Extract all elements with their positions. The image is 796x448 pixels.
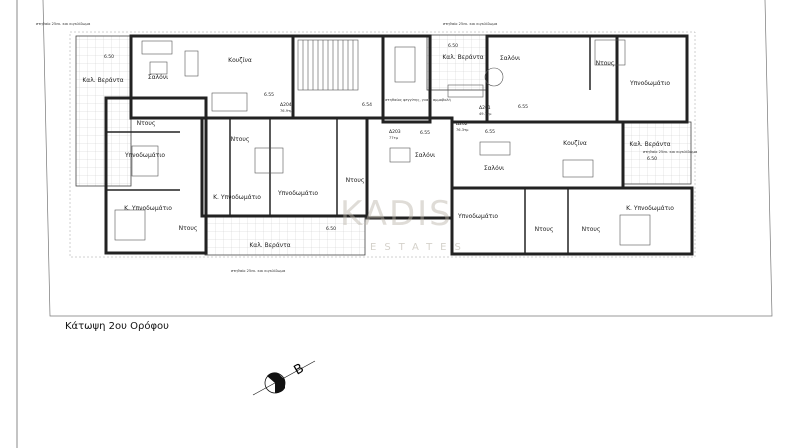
room-label: Καλ. Βεράντα (629, 141, 670, 148)
svg-text:Δ203: Δ203 (389, 129, 401, 135)
svg-text:77τμ: 77τμ (389, 136, 399, 140)
drawing-title: Κάτωψη 2ου Ορόφου (65, 321, 169, 332)
room-labels: Καλ. Βεράντα Σαλόνι Κουζίνα Ντους Υπνοδω… (82, 54, 674, 249)
staircase (297, 39, 359, 91)
svg-text:Δ202: Δ202 (456, 121, 468, 127)
north-arrow-icon: B (252, 360, 316, 396)
svg-text:76.9τμ: 76.9τμ (280, 109, 293, 113)
svg-text:6.50: 6.50 (448, 43, 458, 49)
svg-text:Δ204: Δ204 (280, 102, 292, 108)
room-label: Υπνοδωμάτιο (629, 80, 670, 87)
svg-text:6.50: 6.50 (647, 156, 657, 162)
room-label: Σαλόνι (148, 74, 168, 81)
veranda-top-right (426, 34, 488, 91)
svg-text:6.50: 6.50 (326, 226, 336, 232)
svg-text:76.3τμ: 76.3τμ (456, 128, 469, 132)
furniture (114, 39, 651, 246)
apartment-tags: Δ204 76.9τμ Δ203 77τμ Δ202 76.3τμ Δ201 4… (280, 102, 492, 140)
svg-text:Δ201: Δ201 (479, 105, 491, 111)
room-label: Κ. Υπνοδωμάτιο (124, 205, 172, 212)
svg-text:6.55: 6.55 (485, 129, 495, 135)
room-label: Καλ. Βεράντα (82, 77, 123, 84)
svg-text:6.54: 6.54 (362, 102, 372, 108)
room-label: Ντους (137, 120, 156, 127)
watermark: KADIS ESTATES (340, 194, 469, 253)
svg-text:στηθαίο 25εκ. και κιγκλίδωμα: στηθαίο 25εκ. και κιγκλίδωμα (36, 22, 91, 26)
veranda-top-left (75, 35, 132, 187)
room-label: Κ. Υπνοδωμάτιο (213, 194, 261, 201)
svg-text:στηθαίο 25εκ. και κιγκλίδωμα: στηθαίο 25εκ. και κιγκλίδωμα (231, 269, 286, 273)
room-label: Σαλόνι (500, 55, 520, 62)
svg-text:6.55: 6.55 (420, 130, 430, 136)
annotations: στηθαίο 25εκ. και κιγκλίδωμα στηθαίο 25ε… (36, 22, 698, 273)
room-label: Καλ. Βεράντα (442, 54, 483, 61)
room-label: Ντους (535, 226, 554, 233)
room-label: Ντους (179, 225, 198, 232)
site-boundary (42, 0, 773, 317)
svg-text:6.55: 6.55 (518, 104, 528, 110)
svg-text:στηθαίο 25εκ. και κιγκλίδωμα: στηθαίο 25εκ. και κιγκλίδωμα (643, 150, 698, 154)
svg-text:6.50: 6.50 (104, 54, 114, 60)
svg-text:49.7τμ: 49.7τμ (479, 112, 492, 116)
room-label: Ντους (346, 177, 365, 184)
room-label: Ντους (231, 136, 250, 143)
veranda-right (622, 121, 692, 185)
room-label: Καλ. Βεράντα (249, 242, 290, 249)
svg-text:ESTATES: ESTATES (370, 242, 469, 253)
svg-text:KADIS: KADIS (340, 194, 453, 234)
svg-text:στηθαίος φεγγίτης, γυαλί αμμοβ: στηθαίος φεγγίτης, γυαλί αμμοβολή (385, 98, 451, 102)
svg-text:6.55: 6.55 (264, 92, 274, 98)
room-label: Ντους (596, 60, 615, 67)
svg-text:στηθαίο 25εκ. και κιγκλίδωμα: στηθαίο 25εκ. και κιγκλίδωμα (443, 22, 498, 26)
walls (104, 34, 694, 256)
room-label: Κουζίνα (228, 57, 252, 64)
room-label: Κουζίνα (563, 140, 587, 147)
level-markers: 6.50 6.55 6.54 6.55 6.50 6.55 6.55 6.50 … (104, 43, 657, 232)
room-label: Υπνοδωμάτιο (277, 190, 318, 197)
room-label: Κ. Υπνοδωμάτιο (626, 205, 674, 212)
room-label: Υπνοδωμάτιο (124, 152, 165, 159)
room-label: Σαλόνι (415, 152, 435, 159)
room-label: Υπνοδωμάτιο (457, 213, 498, 220)
room-label: Ντους (582, 226, 601, 233)
room-label: Σαλόνι (484, 165, 504, 172)
svg-text:B: B (292, 361, 307, 378)
